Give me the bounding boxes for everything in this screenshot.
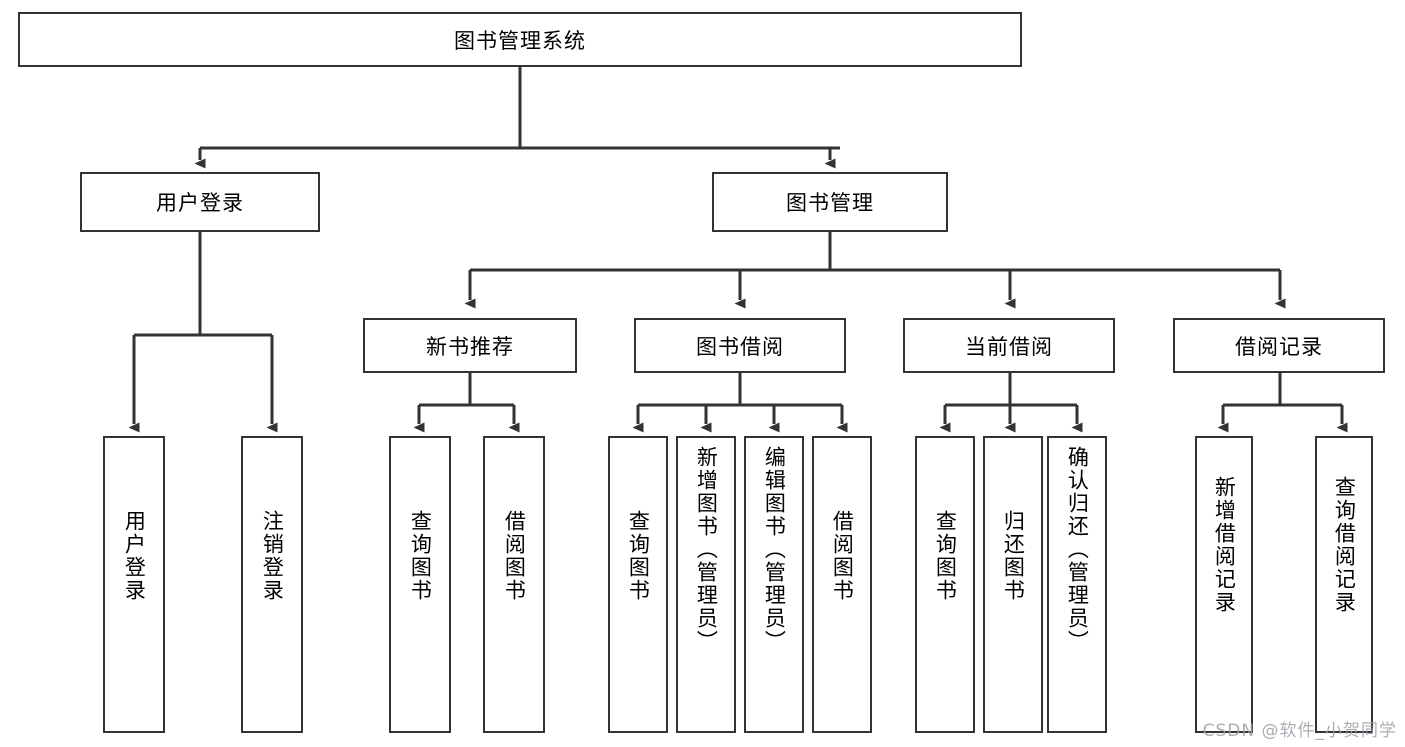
- leaf-record-query-record[interactable]: 查询借阅记录: [1315, 436, 1373, 733]
- leaf-current-return-book-label: 归还图书: [1001, 510, 1026, 602]
- node-current-borrow[interactable]: 当前借阅: [903, 318, 1115, 373]
- leaf-user-logout-label: 注销登录: [260, 510, 285, 602]
- leaf-borrow-add-book-admin[interactable]: 新增图书（管理员）: [676, 436, 736, 733]
- leaf-borrow-add-book-admin-label: 新增图书（管理员）: [694, 446, 719, 653]
- leaf-borrow-edit-book-admin-label: 编辑图书（管理员）: [762, 446, 787, 653]
- node-user-login[interactable]: 用户登录: [80, 172, 320, 232]
- leaf-newbook-borrow-book[interactable]: 借阅图书: [483, 436, 545, 733]
- leaf-current-query-book[interactable]: 查询图书: [915, 436, 975, 733]
- node-book-management-label: 图书管理: [786, 191, 874, 215]
- leaf-record-add-record[interactable]: 新增借阅记录: [1195, 436, 1253, 733]
- leaf-borrow-edit-book-admin[interactable]: 编辑图书（管理员）: [744, 436, 804, 733]
- leaf-user-login-label: 用户登录: [122, 510, 147, 602]
- node-current-borrow-label: 当前借阅: [965, 334, 1053, 359]
- node-root-label: 图书管理系统: [454, 28, 586, 53]
- leaf-record-add-record-label: 新增借阅记录: [1212, 476, 1237, 614]
- node-book-borrow-label: 图书借阅: [696, 334, 784, 359]
- leaf-newbook-borrow-book-label: 借阅图书: [502, 510, 527, 602]
- leaf-current-query-book-label: 查询图书: [933, 510, 958, 602]
- leaf-current-return-book[interactable]: 归还图书: [983, 436, 1043, 733]
- leaf-record-query-record-label: 查询借阅记录: [1332, 476, 1357, 614]
- node-new-book-recommend[interactable]: 新书推荐: [363, 318, 577, 373]
- leaf-newbook-query-book[interactable]: 查询图书: [389, 436, 451, 733]
- node-borrow-record[interactable]: 借阅记录: [1173, 318, 1385, 373]
- node-user-login-label: 用户登录: [156, 191, 244, 215]
- node-book-management[interactable]: 图书管理: [712, 172, 948, 232]
- watermark-text: CSDN @软件_小贺同学: [1202, 721, 1397, 741]
- leaf-borrow-borrow-book-label: 借阅图书: [830, 510, 855, 602]
- node-book-borrow[interactable]: 图书借阅: [634, 318, 846, 373]
- leaf-borrow-borrow-book[interactable]: 借阅图书: [812, 436, 872, 733]
- leaf-borrow-query-book[interactable]: 查询图书: [608, 436, 668, 733]
- node-root[interactable]: 图书管理系统: [18, 12, 1022, 67]
- leaf-borrow-query-book-label: 查询图书: [626, 510, 651, 602]
- leaf-user-logout[interactable]: 注销登录: [241, 436, 303, 733]
- leaf-current-confirm-return-admin-label: 确认归还（管理员）: [1065, 446, 1090, 653]
- leaf-current-confirm-return-admin[interactable]: 确认归还（管理员）: [1047, 436, 1107, 733]
- leaf-newbook-query-book-label: 查询图书: [408, 510, 433, 602]
- node-borrow-record-label: 借阅记录: [1235, 334, 1323, 359]
- node-new-book-recommend-label: 新书推荐: [426, 334, 514, 359]
- leaf-user-login[interactable]: 用户登录: [103, 436, 165, 733]
